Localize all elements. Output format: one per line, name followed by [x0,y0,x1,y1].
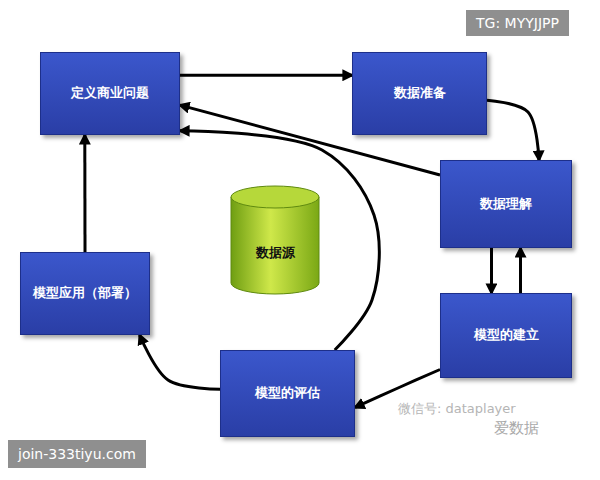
watermark: 微信号: dataplayer [398,400,516,418]
node-label: 数据理解 [480,196,532,213]
evaluation-box: 模型的评估 [220,350,355,437]
corner-tag: TG: MYYJJPP [466,10,569,36]
flow-arrow [83,135,86,252]
node-label: 数据源 [256,245,295,262]
node-label: 模型的评估 [255,385,320,402]
flow-arrow [519,248,522,293]
node-label: 模型的建立 [474,327,539,344]
data-understanding-box: 数据理解 [440,160,572,248]
node-label: 模型应用（部署） [33,285,137,302]
business-problem-box: 定义商业问题 [40,52,180,135]
flow-arrow [487,100,539,160]
corner-tag: join-333tiyu.com [8,440,146,468]
flow-arrow [140,335,220,389]
node-label: 数据准备 [394,85,446,102]
modeling-box: 模型的建立 [440,293,572,378]
flow-arrow [490,248,493,293]
flow-arrow [180,74,352,77]
cylinder-shape [230,185,320,295]
node-label: 定义商业问题 [71,85,149,102]
watermark: 爱数据 [494,419,539,438]
data-preparation-box: 数据准备 [352,52,487,135]
data-source-cylinder: 数据源 [230,185,320,295]
flow-arrow [180,131,379,350]
deployment-box: 模型应用（部署） [20,252,150,335]
